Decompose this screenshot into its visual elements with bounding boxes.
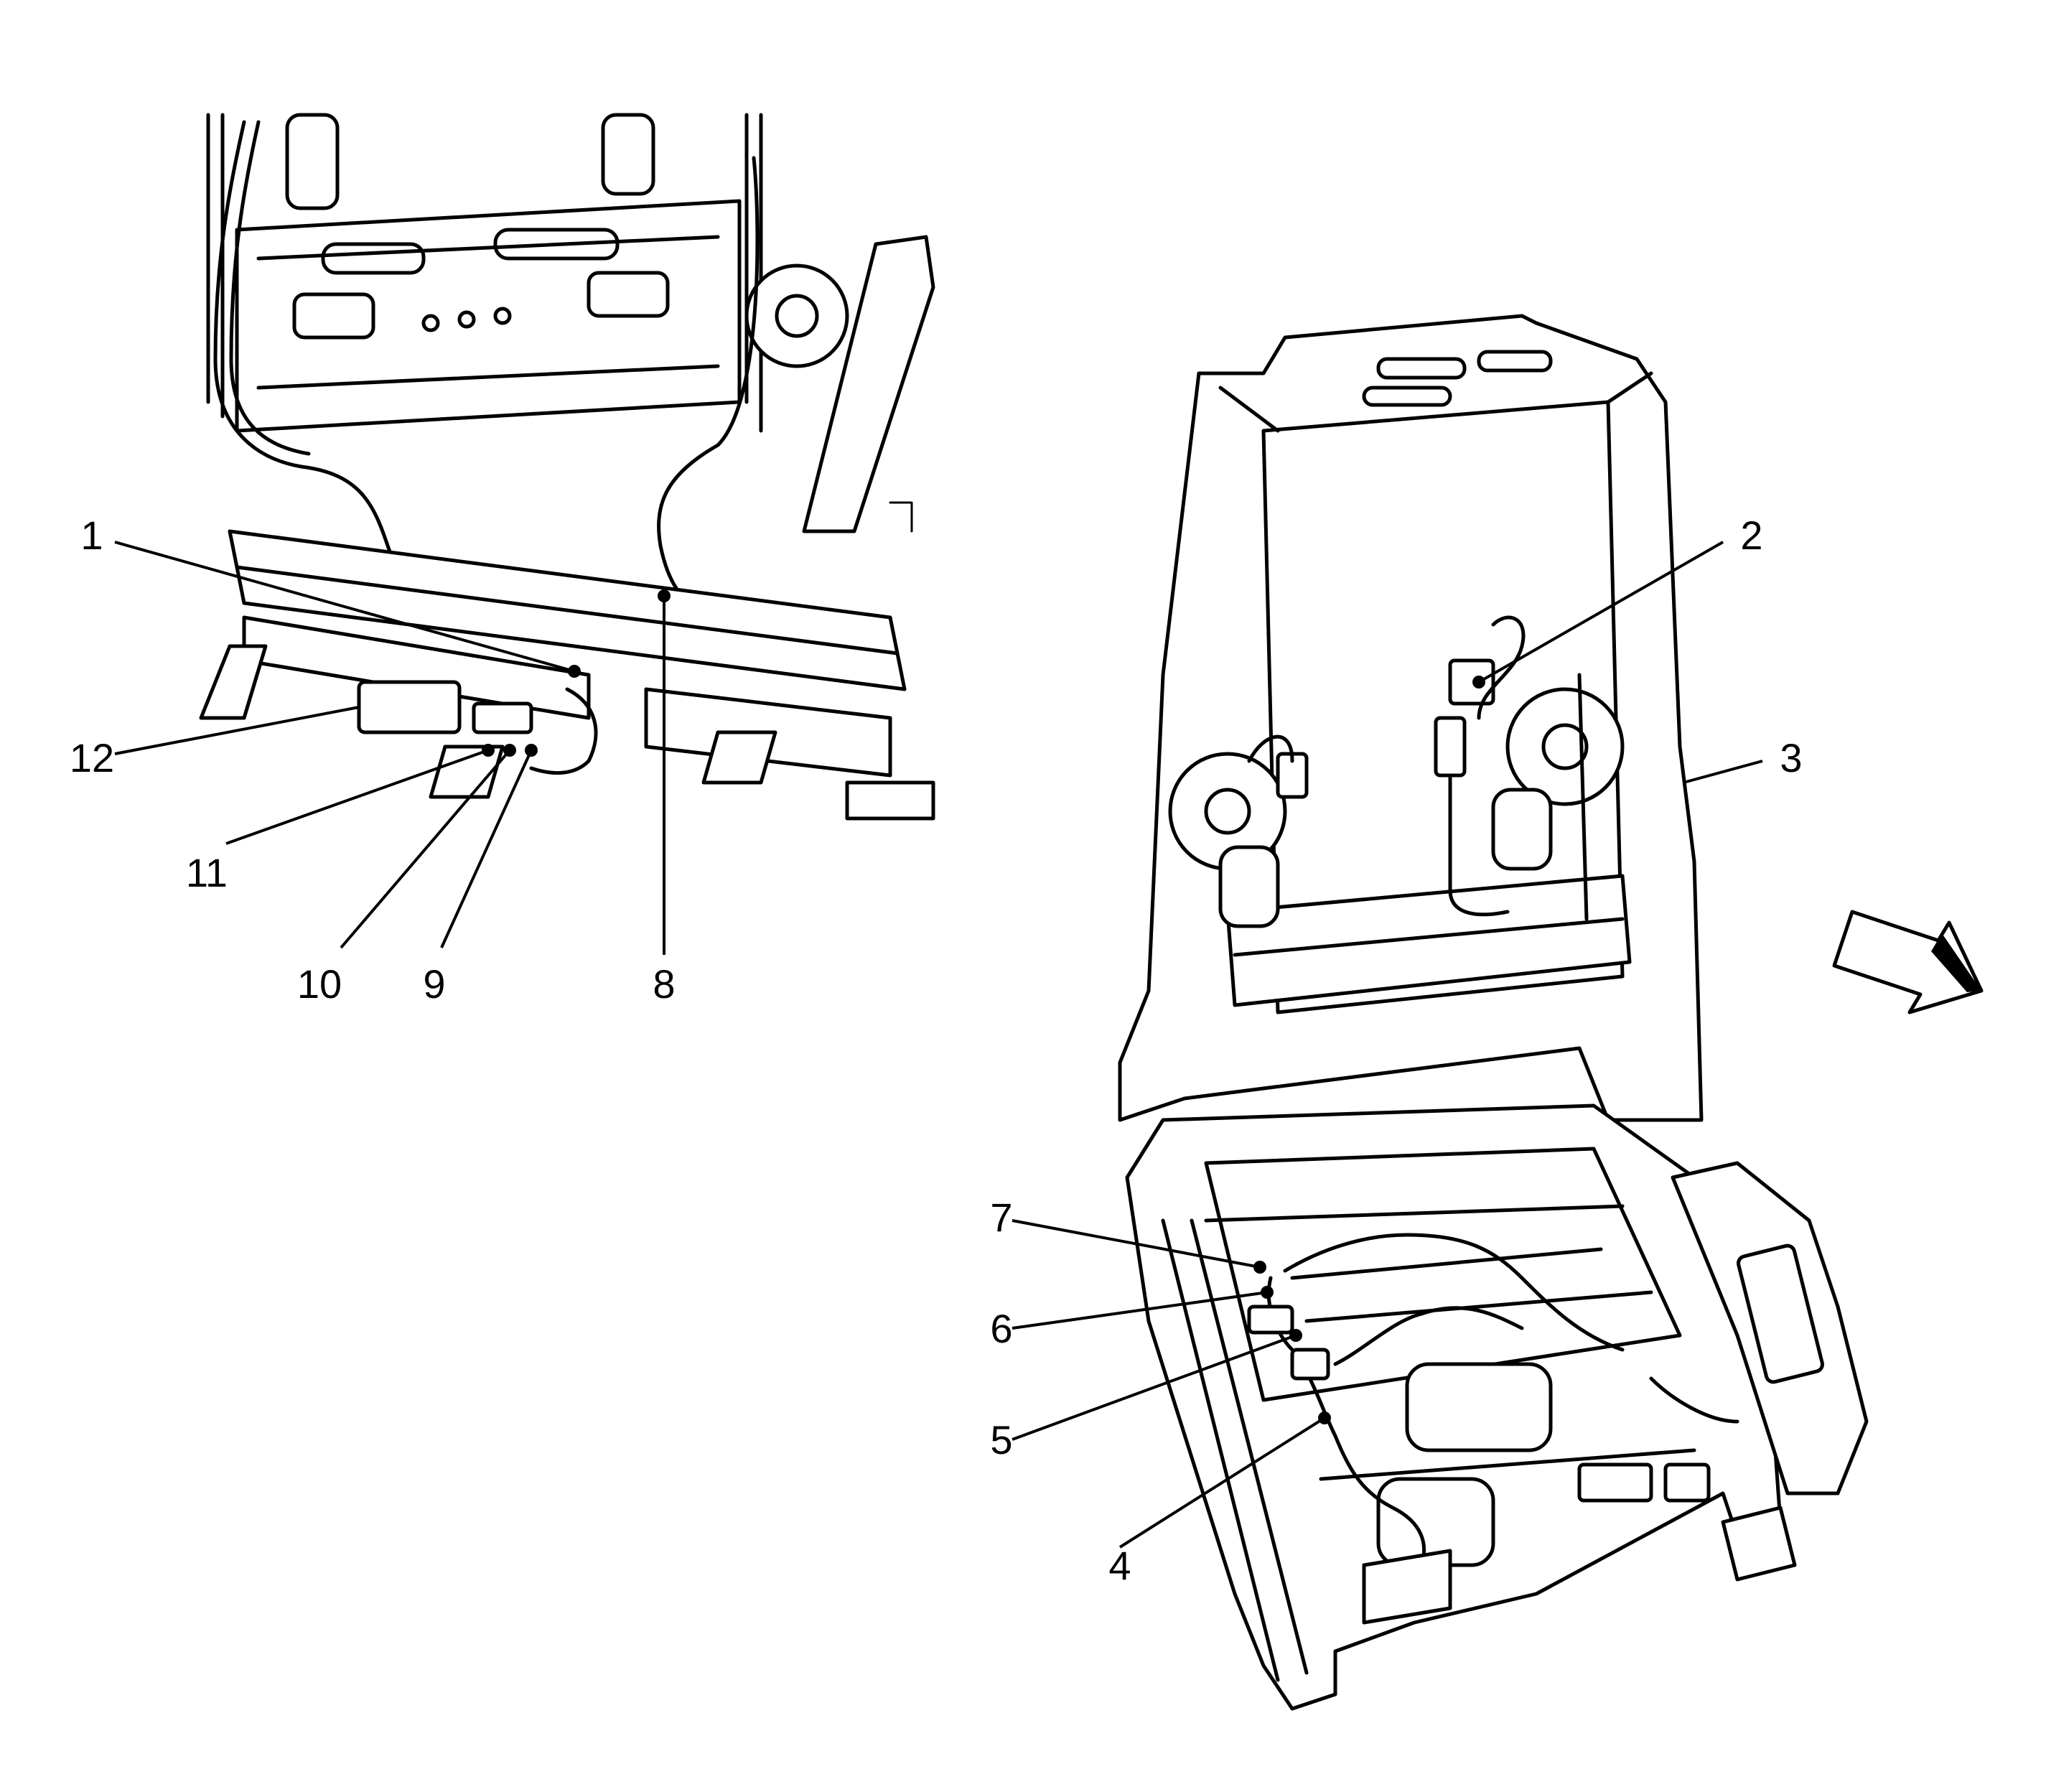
callout-8: 8 <box>653 961 675 1007</box>
callout-labels: 1 2 3 4 5 6 7 8 9 10 11 12 <box>70 513 1803 1588</box>
callout-leaders <box>114 541 1763 1549</box>
seat-frame-view <box>1118 314 1869 1711</box>
callout-5: 5 <box>990 1417 1012 1462</box>
callout-11: 11 <box>186 850 228 895</box>
seat-underside-view <box>199 113 935 821</box>
callout-6: 6 <box>990 1306 1012 1351</box>
callout-1: 1 <box>80 513 103 558</box>
front-direction-arrow-icon <box>1832 910 1984 1014</box>
callout-12: 12 <box>70 735 114 780</box>
callout-4: 4 <box>1108 1543 1131 1588</box>
callout-2: 2 <box>1740 513 1762 558</box>
callout-9: 9 <box>423 961 445 1007</box>
callout-10: 10 <box>297 961 342 1007</box>
callout-7: 7 <box>990 1195 1012 1240</box>
callout-3: 3 <box>1780 735 1802 780</box>
